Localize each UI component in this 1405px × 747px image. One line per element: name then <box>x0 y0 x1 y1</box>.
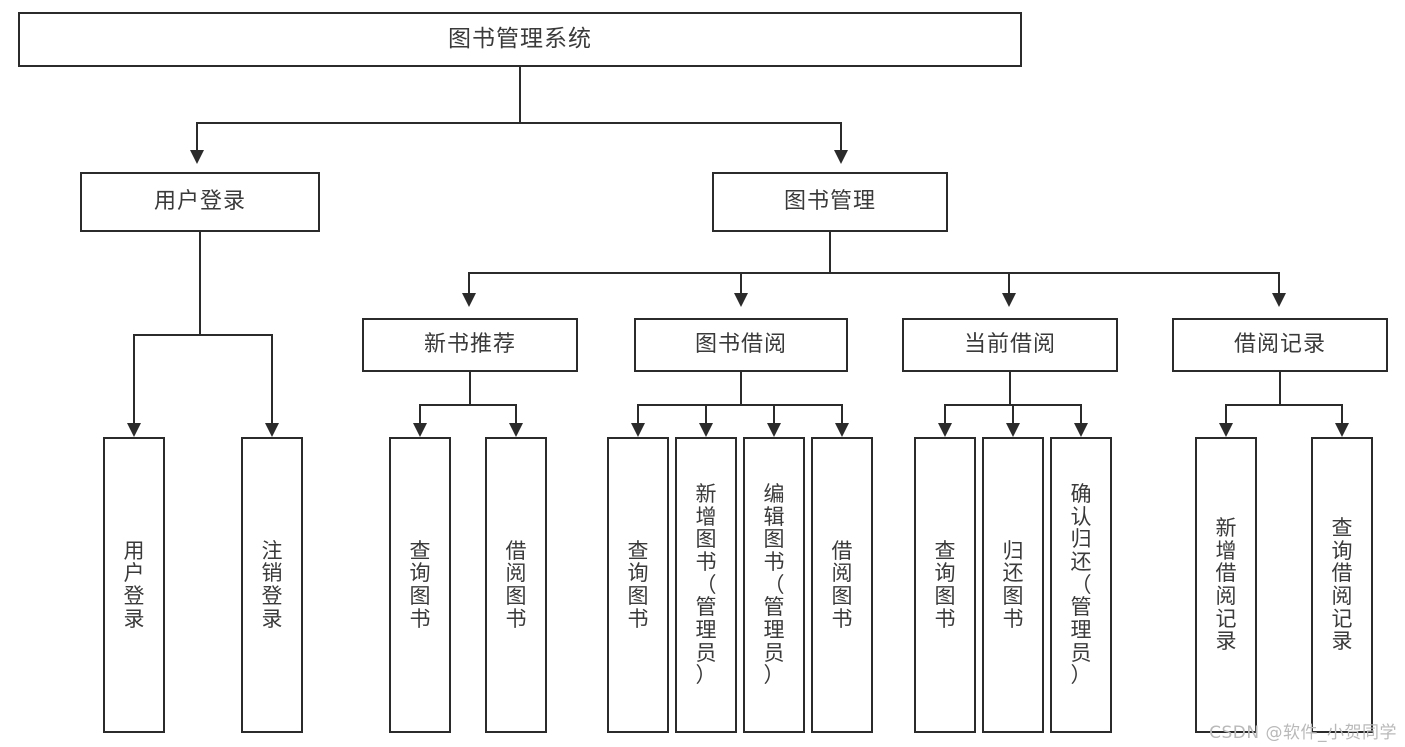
arrowhead-bb-leaf-2 <box>699 423 713 437</box>
connector-bb-bus <box>637 404 843 406</box>
leaf-borrow-record-2[interactable]: 查询借阅记录 <box>1311 437 1373 733</box>
connector-bm-drop-2 <box>740 272 742 293</box>
node-label: 用户登录 <box>123 538 145 631</box>
arrowhead-br-leaf-2 <box>1335 423 1349 437</box>
leaf-new-book-recommend-2[interactable]: 借阅图书 <box>485 437 547 733</box>
arrowhead-to-book-management <box>834 150 848 164</box>
connector-bm-drop-4 <box>1278 272 1280 293</box>
node-label: 查询图书 <box>409 538 431 631</box>
arrowhead-to-borrow-record <box>1272 293 1286 307</box>
connector-br-drop-2 <box>1341 404 1343 423</box>
node-book-borrow[interactable]: 图书借阅 <box>634 318 848 372</box>
leaf-book-borrow-2[interactable]: 新增图书（管理员） <box>675 437 737 733</box>
arrowhead-cb-leaf-1 <box>938 423 952 437</box>
connector-root-bus <box>196 122 842 124</box>
node-book-management[interactable]: 图书管理 <box>712 172 948 232</box>
node-label: 图书管理系统 <box>448 25 592 52</box>
arrowhead-bb-leaf-3 <box>767 423 781 437</box>
node-label: 新增借阅记录 <box>1215 515 1237 654</box>
connector-user-login-drop-2 <box>271 334 273 423</box>
connector-bb-drop-4 <box>841 404 843 423</box>
node-new-book-recommend[interactable]: 新书推荐 <box>362 318 578 372</box>
connector-cb-stem <box>1009 372 1011 406</box>
node-label: 归还图书 <box>1002 538 1024 631</box>
node-label: 编辑图书（管理员） <box>763 481 785 688</box>
arrowhead-nbr-leaf-2 <box>509 423 523 437</box>
connector-cb-drop-3 <box>1080 404 1082 423</box>
arrowhead-bb-leaf-4 <box>835 423 849 437</box>
arrowhead-cb-leaf-3 <box>1074 423 1088 437</box>
node-root-book-management-system[interactable]: 图书管理系统 <box>18 12 1022 67</box>
connector-root-drop-1 <box>196 122 198 150</box>
node-label: 查询图书 <box>627 538 649 631</box>
leaf-user-login-2[interactable]: 注销登录 <box>241 437 303 733</box>
node-label: 借阅图书 <box>505 538 527 631</box>
node-label: 新增图书（管理员） <box>695 481 717 688</box>
connector-br-drop-1 <box>1225 404 1227 423</box>
connector-bb-drop-3 <box>773 404 775 423</box>
leaf-borrow-record-1[interactable]: 新增借阅记录 <box>1195 437 1257 733</box>
arrowhead-user-login-leaf-2 <box>265 423 279 437</box>
connector-nbr-drop-1 <box>419 404 421 423</box>
node-label: 确认归还（管理员） <box>1070 481 1092 688</box>
leaf-book-borrow-4[interactable]: 借阅图书 <box>811 437 873 733</box>
leaf-new-book-recommend-1[interactable]: 查询图书 <box>389 437 451 733</box>
connector-user-login-drop-1 <box>133 334 135 423</box>
connector-book-management-stem <box>829 232 831 274</box>
connector-root-stem <box>519 67 521 123</box>
node-borrow-record[interactable]: 借阅记录 <box>1172 318 1388 372</box>
connector-bb-drop-1 <box>637 404 639 423</box>
arrowhead-user-login-leaf-1 <box>127 423 141 437</box>
connector-nbr-drop-2 <box>515 404 517 423</box>
leaf-current-borrow-2[interactable]: 归还图书 <box>982 437 1044 733</box>
leaf-current-borrow-1[interactable]: 查询图书 <box>914 437 976 733</box>
leaf-current-borrow-3[interactable]: 确认归还（管理员） <box>1050 437 1112 733</box>
connector-user-login-stem <box>199 232 201 335</box>
leaf-book-borrow-3[interactable]: 编辑图书（管理员） <box>743 437 805 733</box>
node-label: 当前借阅 <box>963 331 1056 357</box>
connector-cb-drop-2 <box>1012 404 1014 423</box>
node-label: 借阅记录 <box>1233 331 1326 357</box>
node-label: 新书推荐 <box>423 331 516 357</box>
arrowhead-to-new-book-recommend <box>462 293 476 307</box>
arrowhead-to-user-login <box>190 150 204 164</box>
node-label: 查询借阅记录 <box>1331 515 1353 654</box>
leaf-user-login-1[interactable]: 用户登录 <box>103 437 165 733</box>
connector-br-bus <box>1225 404 1343 406</box>
connector-bb-stem <box>740 372 742 406</box>
arrowhead-to-current-borrow <box>1002 293 1016 307</box>
node-user-login[interactable]: 用户登录 <box>80 172 320 232</box>
connector-bm-drop-1 <box>468 272 470 293</box>
node-current-borrow[interactable]: 当前借阅 <box>902 318 1118 372</box>
connector-user-login-bus <box>133 334 273 336</box>
arrowhead-cb-leaf-2 <box>1006 423 1020 437</box>
watermark-text: CSDN @软件_小贺同学 <box>1209 723 1397 743</box>
arrowhead-br-leaf-1 <box>1219 423 1233 437</box>
leaf-book-borrow-1[interactable]: 查询图书 <box>607 437 669 733</box>
arrowhead-to-book-borrow <box>734 293 748 307</box>
node-label: 查询图书 <box>934 538 956 631</box>
connector-br-stem <box>1279 372 1281 406</box>
connector-nbr-bus <box>419 404 517 406</box>
node-label: 借阅图书 <box>831 538 853 631</box>
connector-root-drop-2 <box>840 122 842 150</box>
node-label: 图书借阅 <box>694 331 787 357</box>
node-label: 用户登录 <box>153 188 246 214</box>
connector-book-management-bus <box>468 272 1280 274</box>
connector-bm-drop-3 <box>1008 272 1010 293</box>
connector-bb-drop-2 <box>705 404 707 423</box>
node-label: 注销登录 <box>261 538 283 631</box>
connector-cb-drop-1 <box>944 404 946 423</box>
arrowhead-bb-leaf-1 <box>631 423 645 437</box>
connector-nbr-stem <box>469 372 471 406</box>
node-label: 图书管理 <box>783 188 876 214</box>
arrowhead-nbr-leaf-1 <box>413 423 427 437</box>
